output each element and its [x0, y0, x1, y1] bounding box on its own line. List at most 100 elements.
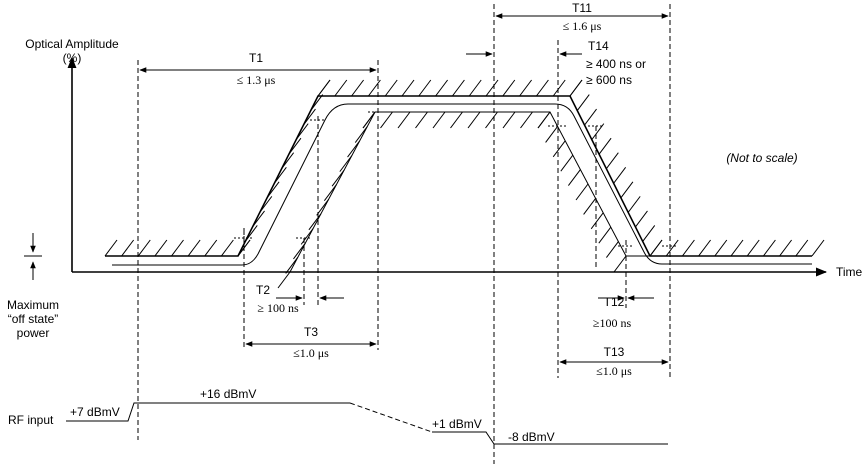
hatch-mark [682, 239, 695, 257]
rf-transition-dashed [349, 402, 433, 433]
hatch-mark [397, 111, 411, 129]
t12-value: ≥100 ns [593, 316, 632, 330]
hatch-mark [273, 166, 287, 184]
hatch-mark [665, 239, 679, 257]
off-state-label-3: power [17, 326, 50, 340]
hatch-mark [468, 79, 482, 97]
hatch-mark [613, 166, 627, 184]
hatch-mark [293, 242, 306, 260]
hatch-mark [795, 239, 809, 257]
hatch-mark [171, 239, 184, 257]
hatch-mark [502, 79, 516, 97]
hatch-mark [598, 137, 612, 155]
hatch-mark [649, 239, 663, 257]
hatch-mark [220, 239, 234, 257]
hatch-upper-envelope [104, 79, 825, 257]
hatch-mark [620, 181, 634, 199]
t3-value: ≤1.0 μs [293, 346, 329, 360]
hatch-mark [121, 239, 135, 257]
rf-input-waveform [66, 402, 350, 422]
hatch-mark [519, 79, 532, 97]
hatch-mark [552, 79, 566, 97]
hatch-mark [415, 111, 428, 129]
hatch-mark [384, 79, 398, 97]
rf-input-label: RF input [8, 413, 54, 427]
off-state-label-2: “off state” [8, 312, 58, 326]
hatch-mark [584, 108, 597, 126]
rf-input-waveform-tail [432, 431, 668, 445]
t11-label: T11 [572, 1, 592, 15]
hatch-mark [137, 239, 151, 257]
hatch-mark [362, 111, 376, 129]
hatch-mark [450, 111, 463, 129]
hatch-mark [418, 79, 432, 97]
hatch-mark [259, 196, 273, 213]
hatch-mark [560, 154, 574, 172]
hatch-mark [467, 111, 481, 129]
hatch-mark [606, 241, 619, 258]
hatch-mark [317, 79, 331, 97]
hatch-mark [627, 196, 641, 213]
hatch-mark [288, 137, 302, 155]
t14-value-1: ≥ 400 ns or [586, 57, 646, 71]
hatch-mark [310, 94, 324, 111]
hatch-mark [187, 239, 201, 257]
hatch-mark [583, 198, 596, 215]
x-axis-label: Time [836, 265, 863, 279]
t1-value: ≤ 1.3 μs [237, 73, 276, 87]
hatch-mark [569, 79, 583, 97]
y-axis-label: Optical Amplitude [25, 37, 119, 51]
hatch-mark [154, 239, 168, 257]
hatch-mark [354, 126, 368, 143]
hatch-mark [432, 111, 446, 129]
hatch-mark [598, 226, 612, 244]
hatch-mark [552, 140, 566, 158]
hatch-mark [779, 239, 792, 257]
hatch-mark [502, 111, 516, 129]
t14-label: T14 [588, 39, 609, 53]
hatch-mark [339, 155, 353, 172]
hatch-lower-envelope [277, 111, 627, 289]
t14-value-2: ≥ 600 ns [586, 73, 632, 87]
t13-value: ≤1.0 μs [596, 364, 632, 378]
rf-level-4: -8 dBmV [508, 430, 555, 444]
hatch-mark [520, 111, 533, 129]
hatch-mark [285, 257, 299, 274]
hatch-mark [281, 152, 295, 170]
hatch-mark [613, 255, 627, 273]
hatch-mark [746, 239, 760, 257]
hatch-mark [537, 111, 551, 129]
hatch-mark [367, 79, 381, 97]
hatch-mark [323, 184, 337, 202]
t13-label: T13 [604, 345, 625, 359]
hatch-mark [714, 239, 728, 257]
hatch-mark [401, 79, 415, 97]
t2-label: T2 [256, 283, 270, 297]
hatch-mark [347, 140, 360, 158]
hatch-mark [605, 152, 619, 170]
t12-label: T12 [604, 295, 625, 309]
hatch-mark [730, 239, 744, 257]
hatch-mark [334, 79, 348, 97]
t2-value: ≥ 100 ns [257, 301, 299, 315]
hatch-mark [811, 239, 825, 257]
hatch-mark [576, 94, 590, 111]
hatch-mark [277, 271, 291, 289]
crosshair-markers [234, 111, 678, 248]
hatch-mark [351, 79, 365, 97]
hatch-mark [308, 213, 322, 231]
optical-signal-curve [112, 103, 812, 266]
hatch-mark [642, 225, 656, 242]
hatch-mark [536, 79, 549, 97]
hatch-mark [331, 169, 345, 187]
hatch-mark [568, 169, 581, 186]
hatch-mark [485, 79, 499, 97]
off-state-label-1: Maximum [7, 298, 59, 312]
hatch-mark [575, 183, 589, 201]
hatch-mark [295, 123, 309, 140]
hatch-mark [300, 228, 314, 245]
hatch-mark [763, 239, 776, 257]
rf-level-3: +1 dBmV [432, 417, 482, 431]
t3-label: T3 [304, 325, 318, 339]
